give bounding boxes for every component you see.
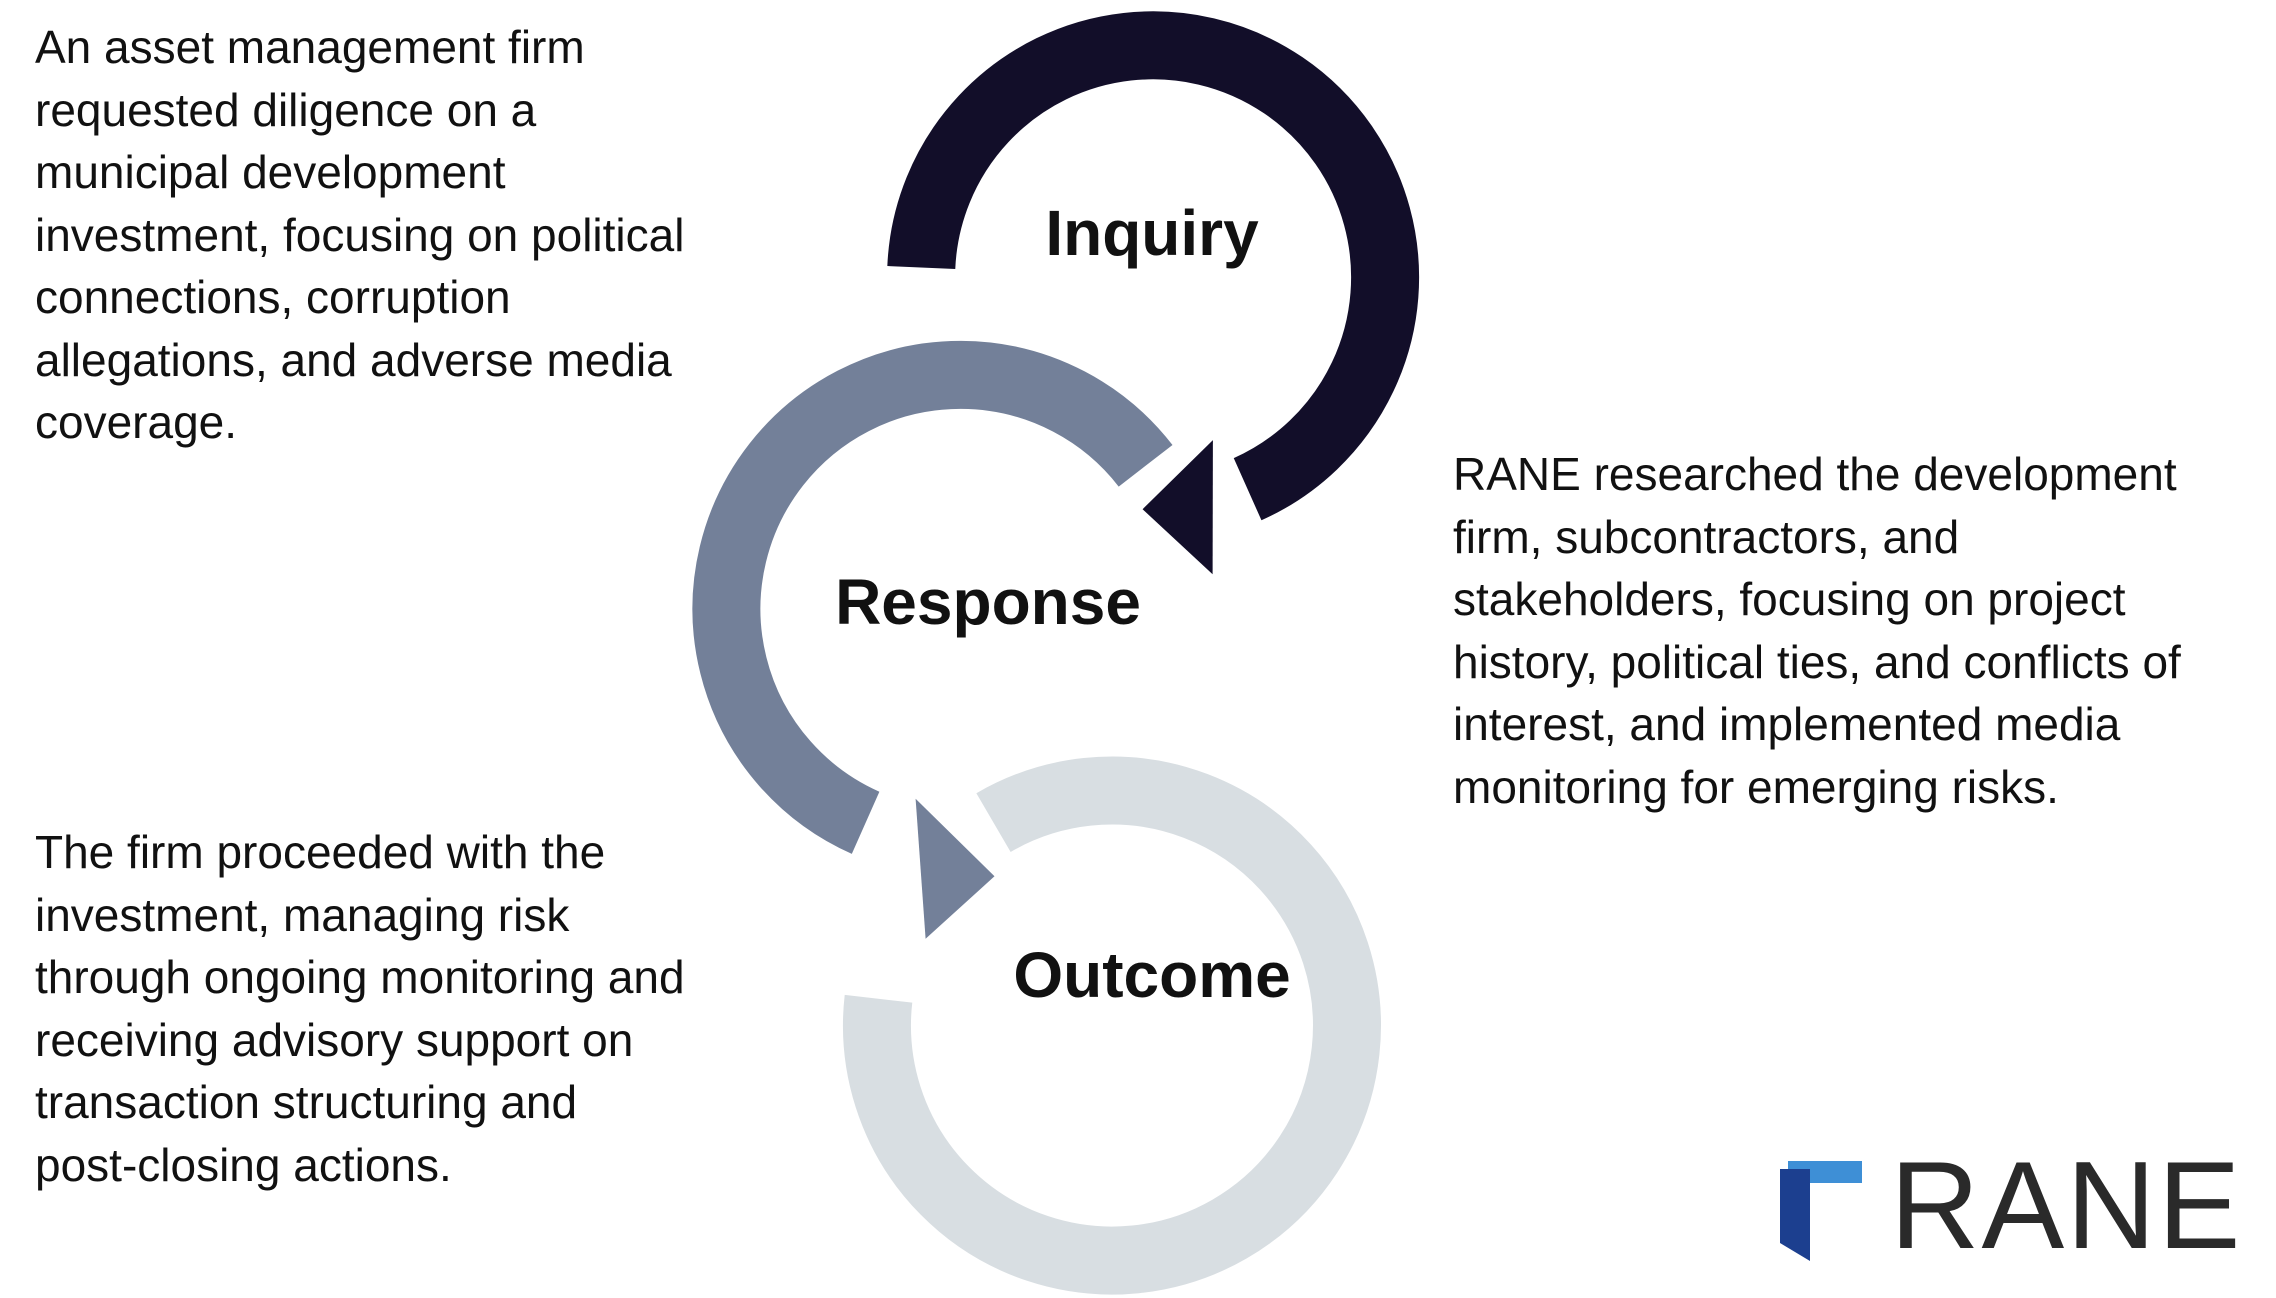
outcome-text-line: post-closing actions. [35,1138,452,1191]
outcome-description: The firm proceeded with the investment, m… [35,821,685,1196]
response-label: Response [835,566,1141,638]
response-text-line: stakeholders, focusing on project [1453,573,2126,625]
outcome-ring-arc [842,756,1381,1295]
outcome-text-line: through ongoing monitoring and [35,951,685,1003]
inquiry-text-line: coverage. [35,396,238,448]
outcome-text-line: investment, managing risk [35,888,570,941]
response-arrowhead-icon [915,798,995,939]
outcome-label: Outcome [1013,939,1290,1011]
rane-logo: RANE [1780,1141,2260,1271]
inquiry-text-line: connections, corruption [35,271,511,323]
inquiry-text-line: investment, focusing on political [35,208,685,261]
inquiry-label: Inquiry [1045,197,1259,269]
response-text-line: history, political ties, and conflicts o… [1453,635,2181,688]
outcome-text-line: The firm proceeded with the [35,826,606,878]
response-description: RANE researched the development firm, sub… [1453,443,2181,818]
inquiry-text-line: requested diligence on a [35,83,537,136]
response-text-line: interest, and implemented media [1453,698,2121,750]
rane-logo-mark-icon [1780,1161,1862,1261]
response-text-line: firm, subcontractors, and [1453,510,1960,563]
rane-logo-wordmark: RANE [1890,1137,2243,1275]
inquiry-text-line: municipal development [35,146,506,198]
response-text-line: monitoring for emerging risks. [1453,760,2059,813]
outcome-text-line: transaction structuring and [35,1076,578,1128]
response-arc [692,340,1173,854]
response-text-line: RANE researched the development [1453,448,2177,500]
inquiry-description: An asset management firm requested dilige… [35,16,684,454]
inquiry-text-line: An asset management firm [35,21,585,73]
inquiry-text-line: allegations, and adverse media [35,333,672,386]
inquiry-arc [887,11,1420,521]
inquiry-arrowhead-icon [1142,440,1213,575]
outcome-text-line: receiving advisory support on [35,1013,634,1066]
